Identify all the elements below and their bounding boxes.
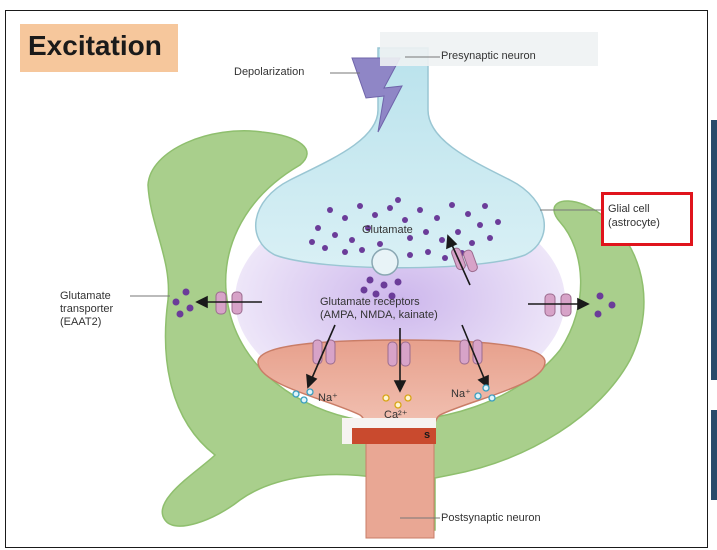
glutamate-label: Glutamate bbox=[362, 224, 413, 236]
page-title: Excitation bbox=[28, 30, 162, 61]
leader-lines bbox=[130, 56, 605, 519]
arrows bbox=[195, 234, 590, 393]
presynaptic-label-overlay bbox=[380, 32, 598, 66]
glial-highlight-box bbox=[601, 192, 693, 246]
vesicle-icon bbox=[371, 248, 399, 276]
released-glutamate-dots bbox=[360, 276, 402, 300]
postsynaptic-label: Postsynaptic neuron bbox=[441, 512, 541, 524]
transporter-label-line3: (EAAT2) bbox=[60, 316, 102, 328]
transporter-channel-left-icon bbox=[215, 291, 243, 315]
title-banner bbox=[20, 24, 178, 72]
transporter-channel-right-icon bbox=[544, 293, 572, 317]
postsynaptic-terminal bbox=[257, 339, 546, 441]
glial-label-line1: Glial cell bbox=[608, 203, 650, 215]
calcium-label: Ca²⁺ bbox=[384, 409, 408, 421]
sodium-ions-left bbox=[292, 388, 314, 404]
depolarization-label: Depolarization bbox=[234, 66, 305, 78]
glial-label-line2: (astrocyte) bbox=[608, 217, 660, 229]
obscured-letter: s bbox=[424, 429, 431, 441]
window-edge-strip bbox=[711, 120, 717, 380]
receptor-center-icon bbox=[387, 341, 411, 367]
sodium-ions-right bbox=[474, 384, 496, 402]
sodium-left-label: Na⁺ bbox=[318, 392, 338, 404]
transported-glutamate-dots bbox=[172, 288, 616, 318]
transporter-label-line2: transporter bbox=[60, 303, 114, 315]
presynaptic-label: Presynaptic neuron bbox=[441, 50, 536, 62]
glutamate-dots bbox=[309, 197, 501, 261]
sodium-right-label: Na⁺ bbox=[451, 388, 471, 400]
calcium-ions bbox=[382, 394, 412, 409]
receptors-label-line1: Glutamate receptors bbox=[320, 296, 420, 308]
postsynaptic-overlay-red bbox=[352, 428, 436, 444]
receptors-label-line2: (AMPA, NMDA, kainate) bbox=[320, 309, 438, 321]
window-edge-strip-lower bbox=[711, 410, 717, 500]
transporter-label-line1: Glutamate bbox=[60, 290, 111, 302]
receptor-left-icon bbox=[312, 339, 336, 365]
glial-cell bbox=[147, 130, 645, 531]
presynaptic-terminal bbox=[255, 47, 545, 269]
